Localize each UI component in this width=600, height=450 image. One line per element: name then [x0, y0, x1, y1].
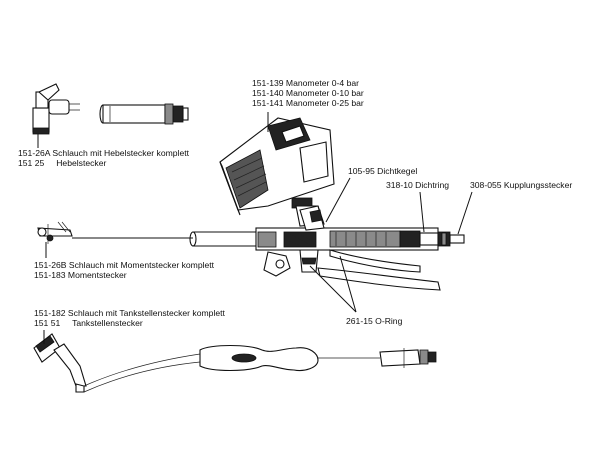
label-hebel-plug: 151 25 Hebelstecker: [18, 158, 107, 168]
label-tank-plug: 151 51 Tankstellenstecker: [34, 318, 143, 328]
moment-plug-drawing: [37, 221, 73, 244]
leader-oring-1: [309, 265, 357, 313]
label-moment-hose: 151-26B Schlauch mit Momentstecker kompl…: [34, 260, 215, 270]
gas-station-plug-drawing: [33, 333, 437, 393]
label-kupplung: 308-055 Kupplungsstecker: [470, 180, 572, 190]
leader-dichtring: [419, 191, 425, 233]
label-moment-plug: 151-183 Momentstecker: [34, 270, 127, 280]
label-dichtring: 318-10 Dichtring: [386, 180, 449, 190]
label-manometer-0-4: 151-139 Manometer 0-4 bar: [252, 78, 359, 88]
leader-kupplung: [457, 191, 473, 235]
label-tank-hose: 151-182 Schlauch mit Tankstellenstecker …: [34, 308, 226, 318]
leader-dichtkegel: [325, 177, 351, 223]
label-oring: 261-15 O-Ring: [346, 316, 403, 326]
label-manometer-0-10: 151-140 Manometer 0-10 bar: [252, 88, 364, 98]
label-hebel-hose: 151-26A Schlauch mit Hebelstecker komple…: [18, 148, 190, 158]
inflator-gun-drawing: [189, 205, 465, 291]
lever-plug-drawing: [32, 83, 189, 135]
label-dichtkegel: 105-95 Dichtkegel: [348, 166, 417, 176]
leader-oring-2: [339, 255, 357, 313]
label-manometer-0-25: 151-141 Manometer 0-25 bar: [252, 98, 364, 108]
